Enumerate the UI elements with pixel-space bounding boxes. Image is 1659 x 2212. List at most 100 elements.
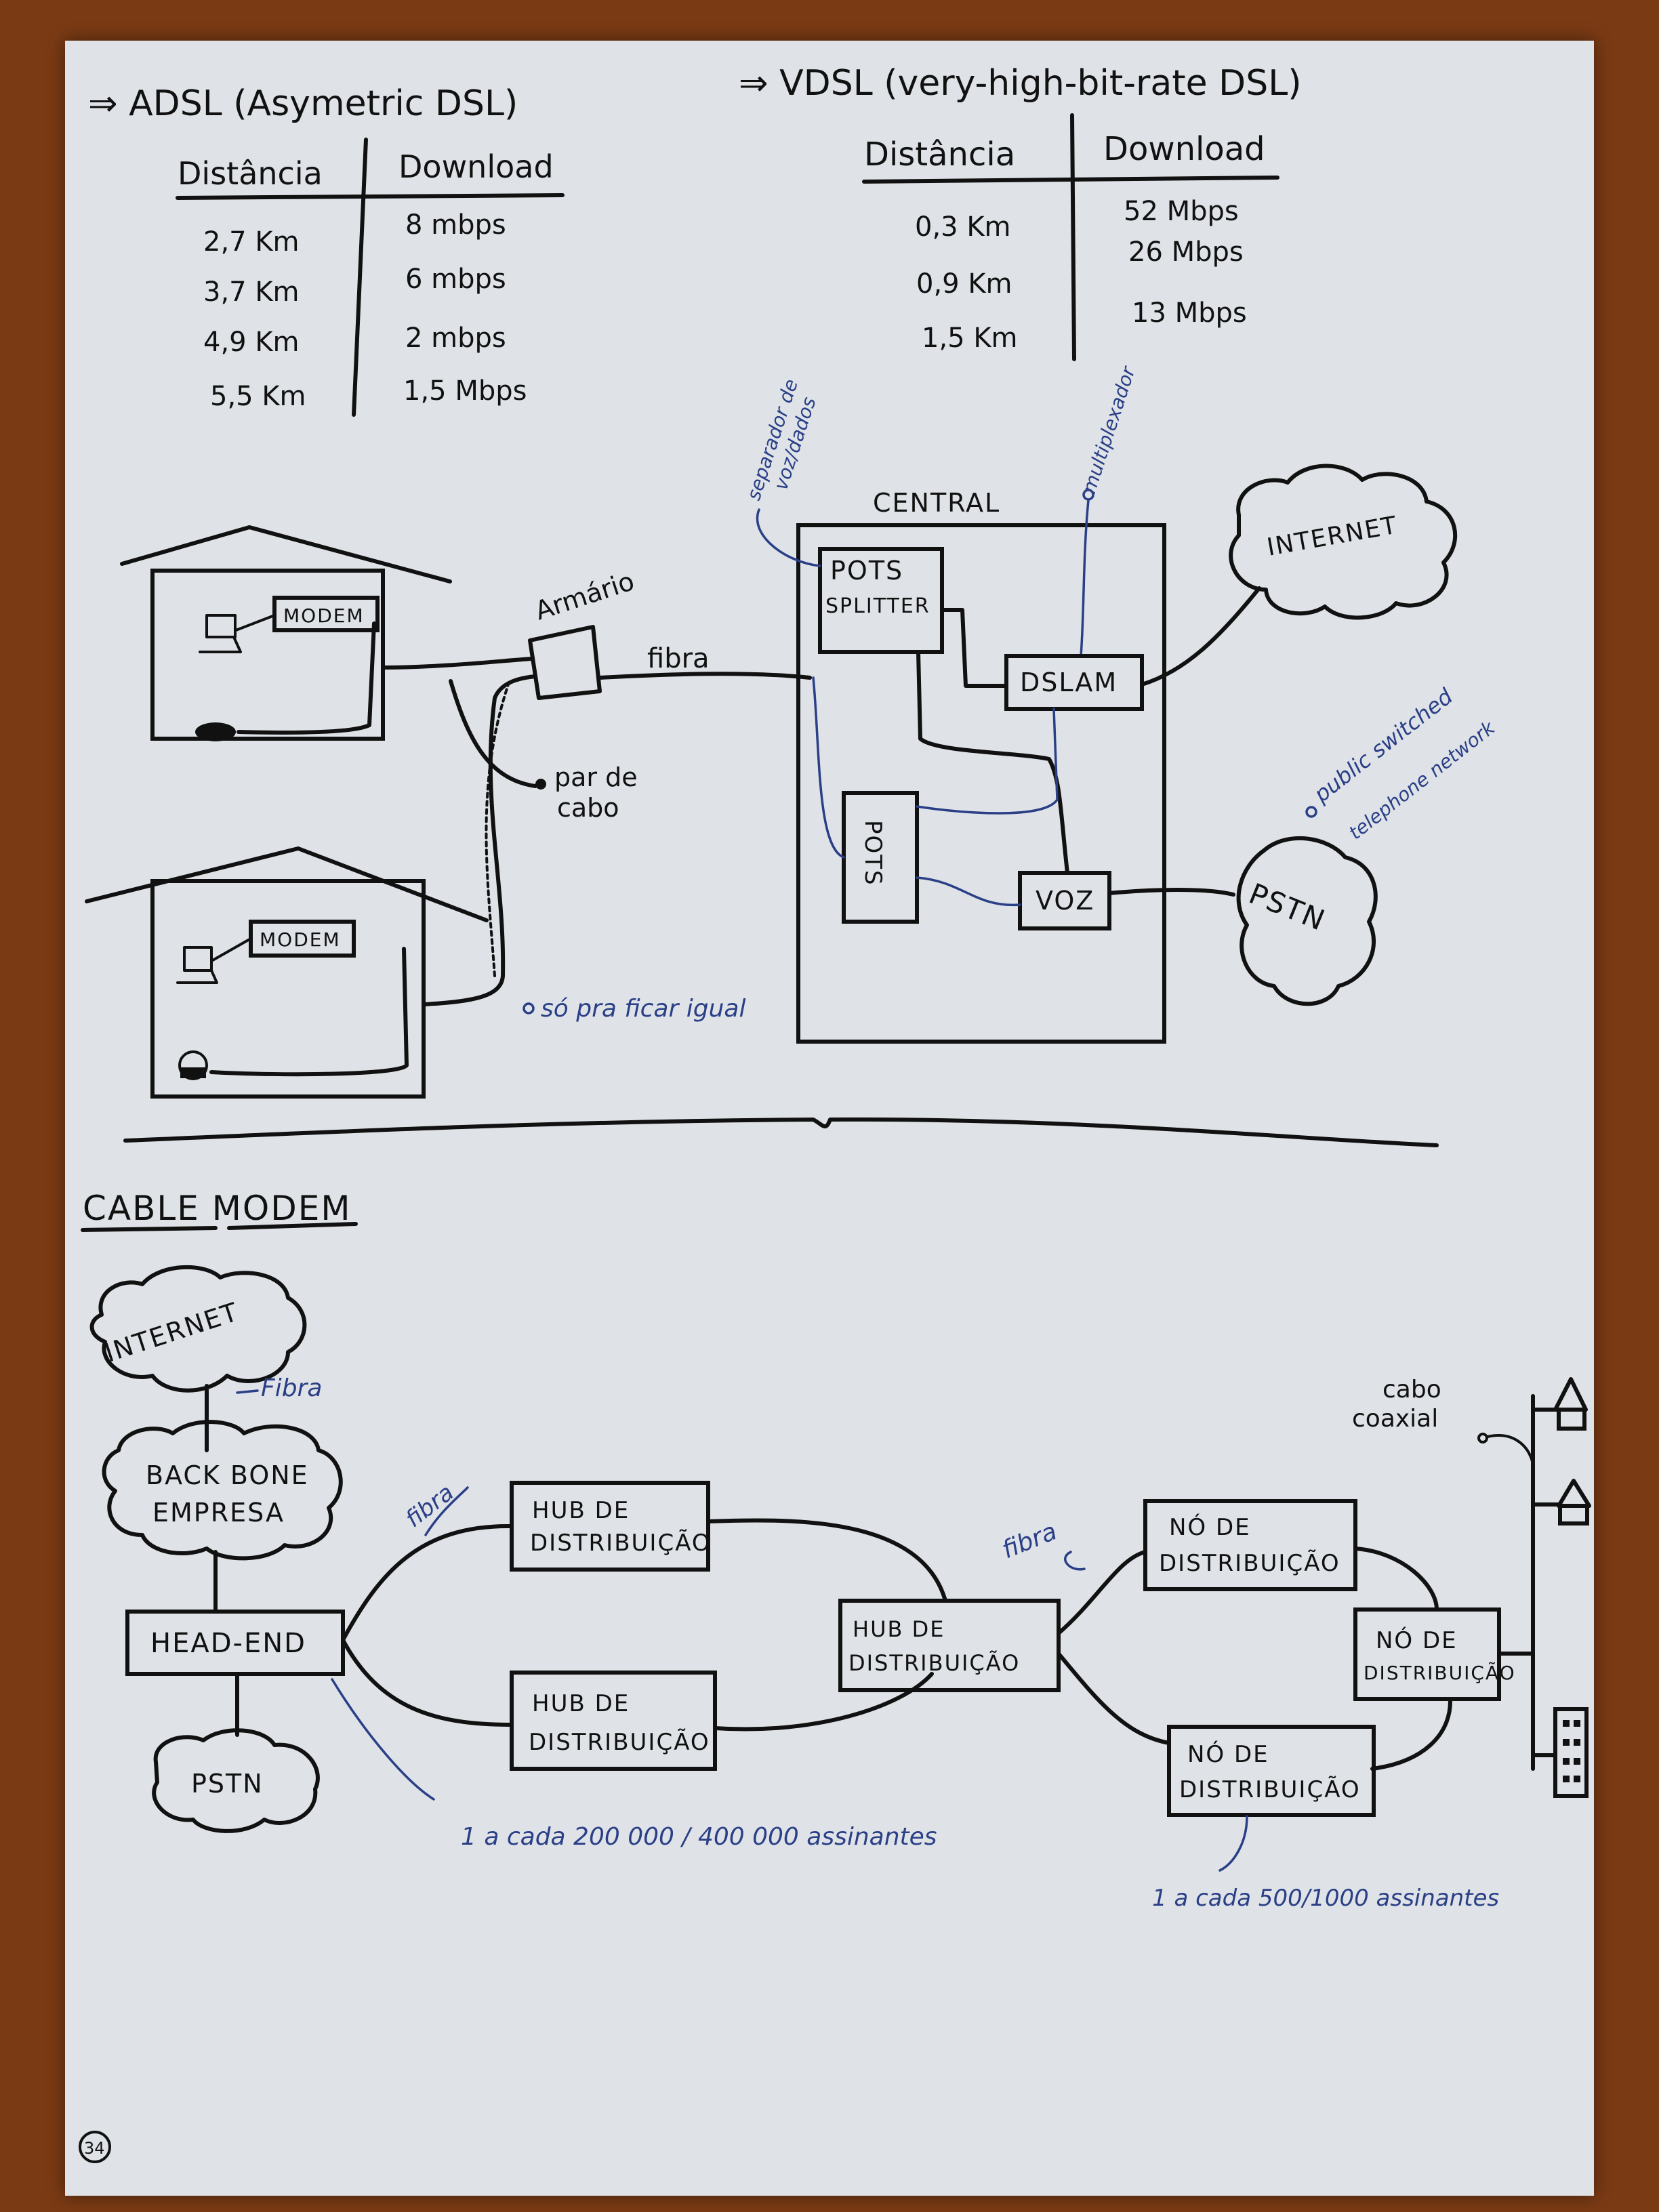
house-bottom [85, 846, 489, 1099]
note-no-pointer [1218, 1815, 1248, 1872]
backbone-line1: BACK BONE [146, 1460, 309, 1490]
vdsl-row-2-download: 26 Mbps [1128, 237, 1244, 268]
fibra-line [598, 672, 812, 680]
adsl-title: ⇒ ADSL (Asymetric DSL) [88, 83, 518, 124]
fibra-label: fibra [647, 643, 710, 674]
hub-mid-box [838, 1599, 1061, 1692]
hub-top-line2: DISTRIBUIÇÃO [530, 1530, 712, 1557]
modem-top-label: MODEM [283, 605, 365, 627]
coax-note-pointer [1486, 1434, 1534, 1465]
vdsl-row-3-download: 13 Mbps [1132, 298, 1247, 329]
adsl-row-3-distance: 4,9 Km [203, 327, 300, 358]
dslam-to-internet [1140, 586, 1261, 687]
central-box [796, 523, 1166, 1044]
adsl-row-1-distance: 2,7 Km [203, 226, 300, 258]
no-right-line2: DISTRIBUIÇÃO [1364, 1662, 1516, 1684]
fibra-1-label: Fibra [261, 1374, 322, 1402]
hub-mid-line1: HUB DE [853, 1616, 945, 1642]
no-right-box [1353, 1607, 1501, 1701]
par-de-cabo-pointer [449, 679, 537, 788]
no-bottom-line2: DISTRIBUIÇÃO [1179, 1776, 1361, 1803]
no-top-to-no-right [1353, 1547, 1439, 1612]
so-pra-ficar-igual-label: só pra ficar igual [541, 995, 745, 1023]
laptop-icon [176, 946, 218, 984]
dslam-label: DSLAM [1020, 668, 1118, 697]
so-pra-ficar-dot [523, 1002, 535, 1015]
public-switched-line1: public switched [1309, 683, 1458, 808]
backbone-cloud [102, 1420, 343, 1561]
house-icon [1531, 1479, 1591, 1525]
par-de-cabo-dot [535, 779, 546, 790]
fibra-2-pointer [424, 1486, 469, 1536]
armario-box [528, 625, 602, 700]
adsl-row-1-download: 8 mbps [405, 209, 506, 241]
pots-splitter-line2: SPLITTER [825, 594, 930, 618]
headend-to-hub-bottom [341, 1638, 514, 1727]
adsl-row-2-distance: 3,7 Km [203, 276, 300, 308]
internet-label: INTERNET [1265, 512, 1399, 562]
no-top-line1: NÓ DE [1169, 1513, 1251, 1541]
no-bottom-line1: NÓ DE [1187, 1740, 1269, 1768]
pstn-note-dot [1305, 806, 1317, 818]
fibra-3-pointer [1064, 1551, 1086, 1571]
adsl-row-4-download: 1,5 Mbps [403, 375, 527, 407]
house-top-to-armario [381, 657, 534, 670]
vdsl-title: ⇒ VDSL (very-high-bit-rate DSL) [739, 63, 1301, 104]
public-switched-line2: telephone network [1345, 716, 1500, 844]
vdsl-row-3-distance: 1,5 Km [922, 323, 1018, 354]
laptop-icon [199, 614, 242, 653]
cable-internet-cloud [89, 1265, 307, 1393]
phone-wire-top [237, 621, 376, 735]
blue-wire-voz [916, 876, 1021, 907]
no-bottom-to-no-right [1370, 1699, 1452, 1771]
cable-pstn-cloud [152, 1728, 320, 1833]
hub-bottom-box [510, 1671, 717, 1771]
vdsl-col-download: Download [1103, 130, 1265, 168]
splitter-to-voz [916, 650, 1069, 875]
par-de-cabo-line1: par de [554, 762, 638, 792]
vdsl-column-rule [1070, 113, 1076, 361]
blue-wire-dslam [916, 708, 1059, 815]
hub-mid-to-no-top [1057, 1550, 1147, 1635]
adsl-header-rule [176, 193, 565, 200]
hub-mid-line2: DISTRIBUIÇÃO [848, 1650, 1020, 1676]
adsl-row-3-download: 2 mbps [405, 323, 506, 354]
hub-bottom-to-hub-mid [713, 1672, 934, 1732]
vdsl-row-1-download: 52 Mbps [1124, 196, 1239, 227]
cable-pstn-label: PSTN [191, 1769, 264, 1799]
house-bottom-twisted-pair [422, 674, 537, 1006]
internet-cloud [1229, 464, 1458, 620]
pstn-label: PSTN [1244, 877, 1330, 937]
cabo-coaxial-line1: cabo [1382, 1376, 1441, 1404]
armario-label: Armário [531, 566, 638, 626]
splitter-to-dslam [940, 608, 1008, 688]
phone-wire-bottom [209, 947, 409, 1077]
fibra-1-arrow [236, 1389, 259, 1394]
pots-splitter-box [818, 547, 944, 654]
cable-title-underline-2 [227, 1222, 358, 1230]
telephone-icon [178, 1050, 208, 1080]
cable-modem-title: CABLE MODEM [83, 1189, 352, 1228]
hub-mid-to-no-bottom [1057, 1652, 1171, 1745]
voz-box [1018, 871, 1111, 930]
voz-to-pstn [1107, 888, 1235, 897]
cable-internet-label: INTERNET [101, 1296, 242, 1368]
telephone-icon [195, 722, 236, 741]
note-hub-pointer [331, 1678, 435, 1801]
twisted-pair-marks [485, 683, 510, 977]
vdsl-row-1-distance: 0,3 Km [915, 211, 1011, 243]
hub-bottom-line1: HUB DE [532, 1690, 630, 1717]
house-icon [1531, 1377, 1588, 1431]
no-top-box [1143, 1499, 1357, 1591]
blue-wire-pots [812, 676, 845, 859]
multiplexador-label: multiplexador [1078, 363, 1140, 497]
adsl-col-distance: Distância [178, 155, 323, 192]
cable-title-underline-1 [81, 1226, 218, 1232]
pots-splitter-line1: POTS [830, 556, 903, 586]
pstn-cloud [1236, 836, 1378, 1006]
separador-pointer [756, 508, 821, 567]
page-number: 34 [84, 2139, 105, 2158]
vdsl-col-distance: Distância [864, 136, 1015, 173]
voz-label: VOZ [1036, 886, 1094, 916]
hub-bottom-line2: DISTRIBUIÇÃO [529, 1729, 710, 1756]
